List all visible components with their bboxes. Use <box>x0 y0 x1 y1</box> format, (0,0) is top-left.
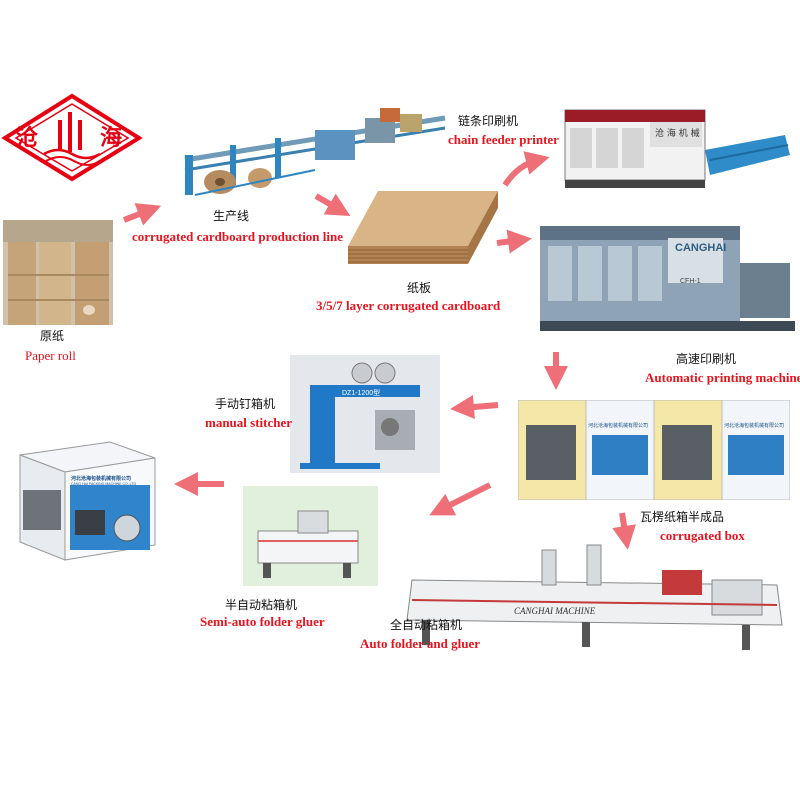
finished-box-image: 河北沧海包装机械有限公司 CANG HAI PACKING MACHINE CO… <box>15 430 160 565</box>
auto-printer-brand-text: CANGHAI <box>675 242 727 254</box>
semi-gluer-cn-label: 半自动粘箱机 <box>225 598 298 612</box>
arrow-paper-to-line <box>122 203 162 226</box>
corrugated-box-text-right: 河北沧海包装机械有限公司 <box>724 423 785 429</box>
auto-printer-en-label: Automatic printing machine <box>645 370 800 385</box>
auto-printer-image: CANGHAI CFH-1 <box>540 208 795 338</box>
arrow-line-to-cardboard <box>314 193 351 217</box>
arrow-box-to-stitcher <box>450 395 499 419</box>
logo-char-right: 海 <box>100 126 123 151</box>
arrow-box-to-auto-gluer <box>612 512 636 550</box>
finished-box-title-cn: 河北沧海包装机械有限公司 <box>71 476 132 482</box>
auto-gluer-machine-text: CANGHAI MACHINE <box>514 606 596 616</box>
finished-box-title-en: CANG HAI PACKING MACHINE CO.,LTD <box>71 482 137 486</box>
paper-roll-cn-label: 原纸 <box>40 329 65 343</box>
logo-char-left: 沧 <box>16 126 39 151</box>
arrow-cardboard-to-auto-printer <box>496 229 532 254</box>
corrugated-box-en-label: corrugated box <box>660 528 745 543</box>
manual-stitcher-machine-text: DZ1-1200型 <box>342 390 381 397</box>
company-logo: 沧 海 <box>0 90 145 185</box>
auto-printer-panel-text: CFH-1 <box>680 278 701 285</box>
auto-printer-cn-label: 高速印刷机 <box>676 352 737 366</box>
manual-stitcher-cn-label: 手动钉箱机 <box>215 397 276 411</box>
chain-printer-en-label: chain feeder printer <box>448 132 559 147</box>
auto-gluer-image: CANGHAI MACHINE <box>402 540 787 658</box>
production-line-cn-label: 生产线 <box>213 209 250 223</box>
arrow-box-to-semi-gluer <box>429 482 492 516</box>
production-line-image <box>175 100 460 205</box>
corrugated-box-image: 河北沧海包装机械有限公司 河北沧海包装机械有限公司 <box>518 400 790 500</box>
production-line-en-label: corrugated cardboard production line <box>132 229 344 244</box>
cardboard-en-label: 3/5/7 layer corrugated cardboard <box>316 298 501 313</box>
chain-printer-image: 沧 海 机 械 <box>560 100 792 195</box>
auto-gluer-en-label: Auto folder and gluer <box>360 636 481 651</box>
semi-gluer-image <box>243 486 378 586</box>
manual-stitcher-en-label: manual stitcher <box>205 415 293 430</box>
cardboard-cn-label: 纸板 <box>407 281 432 295</box>
paper-roll-image <box>3 220 113 325</box>
chain-printer-cn-label: 链条印刷机 <box>458 114 519 128</box>
auto-gluer-cn-label: 全自动粘箱机 <box>390 618 463 632</box>
corrugated-box-cn-label: 瓦楞纸箱半成品 <box>640 510 725 524</box>
chain-printer-machine-text: 沧 海 机 械 <box>655 129 700 139</box>
semi-gluer-en-label: Semi-auto folder gluer <box>200 614 325 629</box>
arrow-cardboard-to-chain-printer <box>502 151 550 187</box>
cardboard-image <box>338 186 500 268</box>
corrugated-box-text-left: 河北沧海包装机械有限公司 <box>588 423 649 429</box>
paper-roll-en-label: Paper roll <box>25 348 76 363</box>
manual-stitcher-image: DZ1-1200型 <box>290 355 440 473</box>
